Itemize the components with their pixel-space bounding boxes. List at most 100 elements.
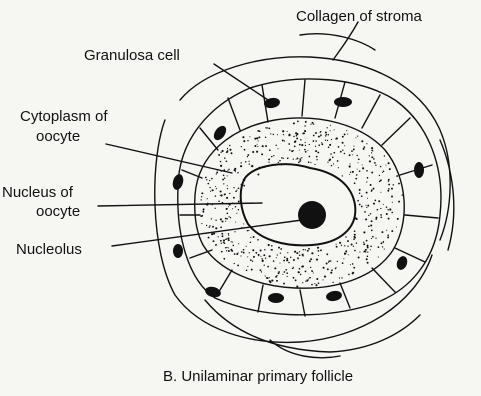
stipple-dot [215, 227, 217, 229]
stipple-dot [302, 254, 304, 256]
stipple-dot [311, 284, 313, 286]
stipple-dot [317, 152, 319, 154]
stipple-dot [212, 226, 214, 228]
stipple-dot [269, 149, 271, 151]
stipple-dot [275, 145, 276, 146]
stipple-dot [273, 260, 275, 262]
stipple-dot [285, 269, 287, 271]
stipple-dot [328, 262, 329, 263]
stipple-dot [371, 191, 372, 192]
stipple-dot [330, 125, 331, 126]
stipple-dot [260, 249, 262, 251]
stipple-dot [234, 231, 235, 232]
cytoplasm-leader-line [106, 144, 232, 173]
stipple-dot [355, 178, 357, 180]
stipple-dot [234, 263, 235, 264]
stipple-dot [304, 125, 305, 126]
stipple-dot [293, 267, 294, 268]
stipple-dot [265, 258, 266, 259]
stipple-dot [236, 213, 237, 214]
stipple-dot [354, 237, 356, 239]
stipple-dot [353, 146, 354, 147]
stipple-dot [331, 165, 332, 166]
stipple-dot [387, 234, 389, 236]
stipple-dot [382, 246, 383, 247]
stipple-dot [316, 259, 318, 261]
stipple-dot [220, 152, 221, 153]
stipple-dot [375, 165, 376, 166]
stipple-dot [337, 261, 338, 262]
stipple-dot [221, 243, 222, 244]
stipple-dot [220, 218, 222, 220]
stipple-dot [209, 187, 210, 188]
stipple-dot [308, 279, 309, 280]
stipple-dot [240, 165, 242, 167]
stipple-dot [354, 234, 356, 236]
stipple-dot [215, 244, 217, 246]
stipple-dot [237, 172, 238, 173]
stipple-dot [224, 177, 225, 178]
stipple-dot [366, 192, 368, 194]
stipple-dot [233, 197, 235, 199]
stipple-dot [226, 250, 227, 251]
stipple-dot [299, 251, 300, 252]
stipple-dot [243, 223, 244, 224]
stipple-dot [341, 277, 342, 278]
stipple-dot [226, 208, 228, 210]
stipple-dot [273, 155, 274, 156]
stipple-dot [311, 252, 313, 254]
stipple-dot [299, 161, 300, 162]
stipple-dot [227, 148, 228, 149]
stipple-dot [258, 167, 260, 169]
stipple-dot [313, 140, 315, 142]
stipple-dot [374, 200, 376, 202]
stipple-dot [225, 221, 226, 222]
stipple-dot [347, 246, 348, 247]
stipple-dot [363, 243, 365, 245]
stipple-dot [342, 175, 343, 176]
stipple-dot [366, 258, 368, 260]
stipple-dot [315, 146, 316, 147]
stipple-dot [218, 236, 219, 237]
stipple-dot [342, 149, 343, 150]
stipple-dot [223, 242, 224, 243]
stipple-dot [397, 218, 399, 220]
stipple-dot [355, 137, 356, 138]
stipple-dot [356, 242, 357, 243]
granulosa-cell-wall [228, 98, 240, 130]
stipple-dot [201, 199, 202, 200]
stipple-dot [354, 250, 356, 252]
stipple-dot [309, 277, 311, 279]
stipple-dot [391, 188, 393, 190]
stipple-dot [250, 241, 252, 243]
stipple-dot [380, 208, 381, 209]
stipple-dot [361, 206, 363, 208]
stipple-dot [327, 162, 328, 163]
stipple-dot [218, 154, 220, 156]
stipple-dot [388, 162, 390, 164]
stipple-dot [384, 249, 385, 250]
stipple-dot [373, 188, 375, 190]
stipple-dot [362, 167, 364, 169]
stipple-dot [315, 132, 317, 134]
stipple-dot [228, 233, 229, 234]
stipple-dot [241, 251, 243, 253]
stipple-dot [228, 250, 230, 252]
stipple-dot [324, 276, 326, 278]
stipple-dot [337, 160, 339, 162]
stipple-dot [205, 177, 207, 179]
stipple-dot [287, 157, 289, 159]
stipple-dot [238, 201, 240, 203]
stipple-dot [221, 194, 223, 196]
stipple-dot [235, 190, 237, 192]
stipple-dot [354, 182, 356, 184]
stipple-dot [296, 135, 298, 137]
stipple-dot [314, 164, 315, 165]
stipple-dot [207, 203, 209, 205]
stipple-dot [238, 209, 239, 210]
stipple-dot [270, 249, 271, 250]
stipple-dot [348, 274, 350, 276]
stipple-dot [300, 274, 302, 276]
granulosa-nucleus [395, 255, 409, 272]
stipple-dot [363, 146, 365, 148]
